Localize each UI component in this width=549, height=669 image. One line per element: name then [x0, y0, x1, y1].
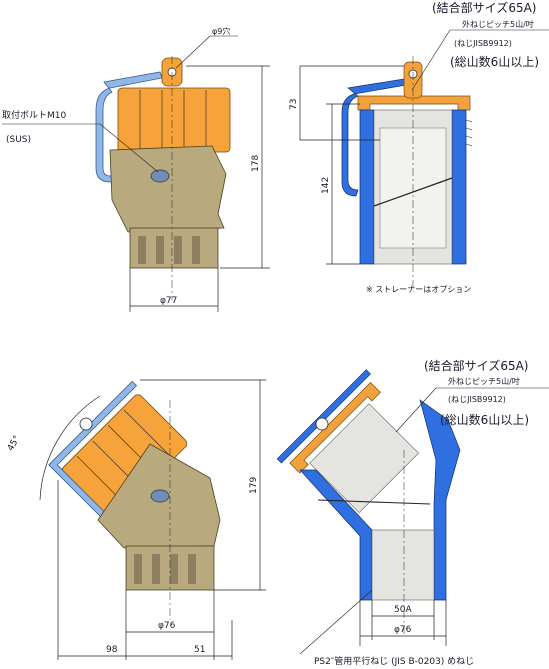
br-strainer [317, 499, 431, 505]
br-thread-pitch: 外ねじピッチ5山/吋 [448, 376, 520, 386]
bl-height-dim: 179 [249, 477, 259, 494]
tr-thread-pitch: 外ねじピッチ5山/吋 [462, 19, 534, 29]
bottom-left-side-view: 45° 179 φ76 98 51 [6, 379, 266, 660]
br-outer-dim: φ76 [394, 625, 412, 635]
tl-bolt-material: (SUS) [6, 135, 31, 145]
tr-body-wall-right [451, 109, 467, 265]
tr-body-wall-left [359, 109, 375, 265]
br-outlet-bore [371, 529, 435, 601]
tl-height-dim: 178 [251, 155, 261, 172]
bl-width-dim: φ76 [158, 621, 176, 631]
br-standard: (ねじJISB9912) [448, 395, 506, 404]
br-bore-dim: 50A [394, 605, 412, 615]
br-thread-spec: PS2″管用平行ねじ (JIS B-0203) めねじ [314, 655, 474, 667]
bl-angle-dim: 45° [6, 434, 23, 453]
bottom-right-section-view: 50A φ76 (結合部サイズ65A) 外ねじピッチ5山/吋 (ねじJISB99… [276, 358, 549, 667]
bl-bolt-head [150, 489, 170, 503]
top-right-section-view: 73 142 (結合部サイズ65A) 外ねじピッチ5山/吋 (ねじJISB991… [289, 0, 549, 294]
tl-valve-body [109, 145, 227, 233]
tr-strainer-note: ※ ストレーナーはオプション [366, 285, 471, 294]
bl-lug-hole [79, 417, 93, 431]
tr-handle-section [341, 77, 413, 197]
tr-total-threads: (総山数6山以上) [450, 54, 539, 69]
tl-bolt-label: 取付ボルトM10 [2, 110, 66, 121]
br-lug-hole [315, 417, 329, 431]
tl-hole-label: φ9穴 [212, 26, 230, 36]
br-total-threads: (総山数6山以上) [440, 412, 529, 427]
tl-cap-nut [117, 87, 231, 153]
tr-dim-lower: 142 [321, 177, 331, 194]
tr-dim-upper: 73 [289, 99, 299, 110]
top-left-side-view: 178 φ77 φ9穴 取付ボルトM10 (SUS) [2, 26, 270, 312]
bl-offset-left: 98 [106, 645, 118, 655]
tl-bolt-head [150, 169, 170, 183]
tr-coupling-size: (結合部サイズ65A) [432, 0, 536, 15]
br-inner-angled-bore [309, 403, 419, 513]
bl-offset-right: 51 [194, 645, 205, 655]
br-handle-section [276, 369, 371, 464]
br-coupling-size: (結合部サイズ65A) [424, 358, 528, 373]
tr-standard: (ねじJISB9912) [454, 39, 512, 48]
tl-width-dim: φ77 [160, 296, 177, 306]
